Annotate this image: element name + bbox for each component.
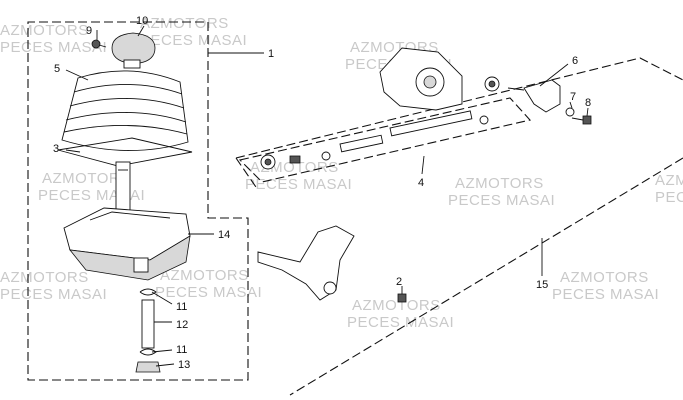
bearing [484,76,500,92]
callout-5: 5 [54,63,60,75]
shift-boot [61,70,189,151]
watermark-text: AZMOTORS [160,267,249,284]
watermark-text: AZMOTORS [352,297,441,314]
nut-13 [135,361,161,373]
callout-14: 14 [218,229,230,241]
callout-2: 2 [396,276,402,288]
watermark-text: AZMOTORS [42,170,131,187]
watermark-text: AZMOTORS [140,15,229,32]
circlip-11-top [139,288,157,296]
gearbox-cover [379,47,463,111]
shift-arm-6 [507,79,561,113]
watermark-text: AZMOTORS [0,269,89,286]
callout-labels: 1 2 3 4 5 6 7 8 9 10 11 11 12 13 14 15 [53,15,591,371]
gasket-3 [57,137,193,167]
watermark-text: PECES MASAI [448,192,555,209]
watermark-upper-center: AZMOTORS PECES MASAI [140,15,247,49]
shift-knob [111,32,156,69]
watermark-far-right: AZMOTORS PECES MASAI [655,172,683,206]
watermark-text: PECES MASAI [552,286,659,303]
watermark-text: AZMOTORS [655,172,683,189]
watermark-text: PECES MASAI [347,314,454,331]
callout-9: 9 [86,25,92,37]
watermark-left-top: AZMOTORS PECES MASAI [0,22,107,56]
callout-1: 1 [268,48,274,60]
watermark-text: PECES MASAI [140,32,247,49]
bolt-8 [571,115,592,125]
watermark-text: PECES MASAI [245,176,352,193]
leader-lines [65,25,589,367]
pin-12 [141,299,155,349]
shift-housing-14 [63,207,191,281]
watermark-bottom-right: AZMOTORS PECES MASAI [552,269,659,303]
watermark-text: PECES MASAI [655,189,683,206]
callout-15: 15 [536,279,548,291]
assembly-boundary-15 [235,57,683,396]
watermark-text: AZMOTORS [560,269,649,286]
callout-13: 13 [178,359,190,371]
callout-11-top: 11 [176,301,187,313]
callout-4: 4 [418,177,424,189]
watermark-mid-right: AZMOTORS PECES MASAI [448,175,555,209]
watermark-text: PECES MASAI [155,284,262,301]
watermark-text: PECES MASAI [0,39,107,56]
bracket [257,225,355,301]
bolt-2 [397,293,407,303]
callout-3: 3 [53,143,59,155]
assembly-boundary-4 [238,97,532,183]
callout-8: 8 [585,97,591,109]
assembly-boundary-1 [27,21,249,381]
watermark-text: PECES MASAI [0,286,107,303]
watermark-lower-center: AZMOTORS PECES MASAI [155,267,262,301]
screw-9 [91,39,107,49]
callout-10: 10 [136,15,148,27]
watermarks: AZMOTORS PECES MASAI AZMOTORS PECES MASA… [0,15,683,331]
callout-6: 6 [572,55,578,67]
shift-shaft-4 [260,110,489,170]
callout-7: 7 [570,91,576,103]
washer-7 [565,107,575,117]
callout-11-bottom: 11 [176,344,187,356]
watermark-lower-right: AZMOTORS PECES MASAI [347,297,454,331]
watermark-text: AZMOTORS [455,175,544,192]
watermark-text: AZMOTORS [0,22,89,39]
callout-12: 12 [176,319,188,331]
watermark-lower-left: AZMOTORS PECES MASAI [0,269,107,303]
